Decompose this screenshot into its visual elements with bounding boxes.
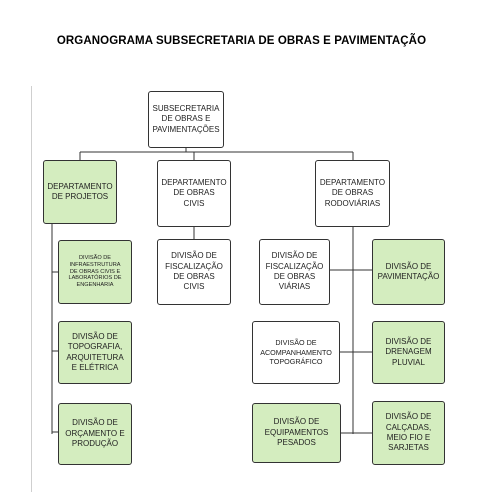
node-div-topografia: DIVISÃO DE TOPOGRAFIA, ARQUITETURA E ELÉ…	[58, 321, 132, 384]
node-div-drenagem: DIVISÃO DE DRENAGEM PLUVIAL	[372, 321, 445, 384]
node-dept-projetos: DEPARTAMENTO DE PROJETOS	[43, 160, 117, 224]
node-div-pavimentacao: DIVISÃO DE PAVIMENTAÇÃO	[372, 239, 445, 305]
node-div-fisc-viarias: DIVISÃO DE FISCALIZAÇÃO DE OBRAS VIÁRIAS	[259, 239, 330, 305]
node-subsecretaria: SUBSECRETARIA DE OBRAS E PAVIMENTAÇÕES	[148, 91, 224, 148]
node-dept-obras-civis: DEPARTAMENTO DE OBRAS CIVIS	[157, 160, 231, 227]
node-dept-rodoviarias: DEPARTAMENTO DE OBRAS RODOVIÁRIAS	[315, 160, 390, 227]
chart-title: ORGANOGRAMA SUBSECRETARIA DE OBRAS E PAV…	[56, 35, 427, 47]
node-div-fisc-civis: DIVISÃO DE FISCALIZAÇÃO DE OBRAS CIVIS	[157, 239, 231, 305]
node-div-orcamento: DIVISÃO DE ORÇAMENTO E PRODUÇÃO	[58, 403, 132, 465]
node-div-calcadas: DIVISÃO DE CALÇADAS, MEIO FIO E SARJETAS	[372, 401, 445, 465]
node-div-equipamentos: DIVISÃO DE EQUIPAMENTOS PESADOS	[252, 403, 341, 463]
page-margin-rule	[31, 86, 32, 492]
node-div-infraestrutura: DIVISÃO DE INFRAESTRUTURA DE OBRAS CIVIS…	[58, 240, 132, 304]
node-div-acompanhamento: DIVISÃO DE ACOMPANHAMENTO TOPOGRÁFICO	[252, 321, 340, 384]
